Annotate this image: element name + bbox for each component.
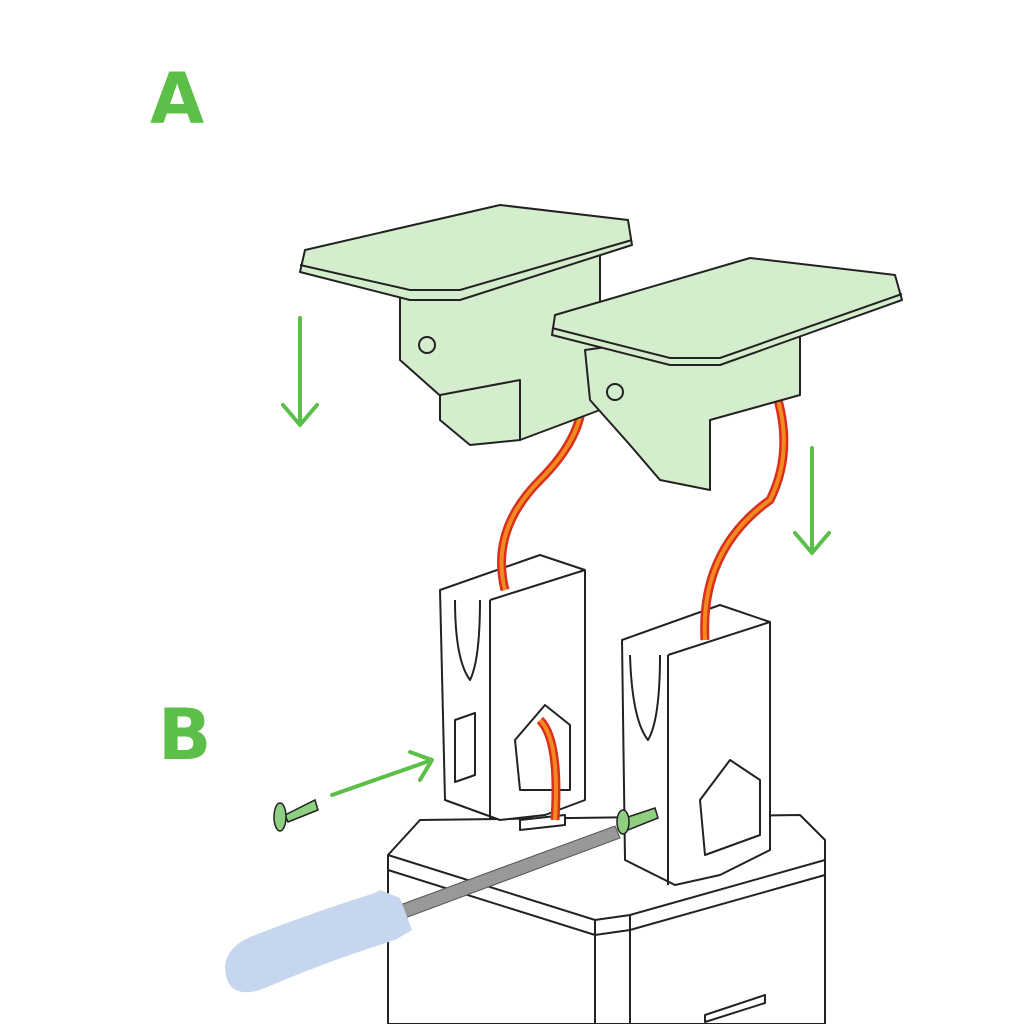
insert-arrow xyxy=(330,750,434,797)
down-arrow-right xyxy=(793,446,831,555)
right-servo-holder xyxy=(621,604,771,886)
right-servo-part xyxy=(551,257,903,491)
screwdriver-icon xyxy=(225,825,621,993)
step-label-b: B xyxy=(158,694,212,776)
left-servo-part xyxy=(299,204,633,446)
step-label-a: A xyxy=(150,58,205,140)
down-arrow-left xyxy=(281,316,319,427)
left-servo-holder xyxy=(439,554,586,831)
screw-in-holder-icon xyxy=(616,807,659,835)
screw-icon xyxy=(273,798,319,832)
